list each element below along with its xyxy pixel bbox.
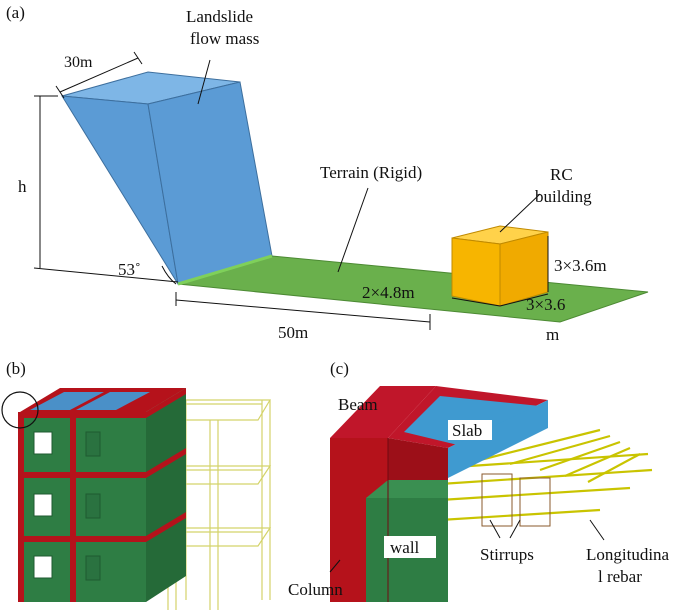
- angle-label: 53˚: [118, 260, 141, 279]
- panel-b-tag: (b): [6, 359, 26, 378]
- panel-b: (b): [1, 359, 272, 610]
- beam-label: Beam: [338, 395, 378, 414]
- width-30m-label: 30m: [64, 54, 93, 71]
- panel-a-tag: (a): [6, 3, 25, 22]
- landslide-flow-mass: [61, 71, 273, 286]
- slab-label: Slab: [452, 421, 482, 440]
- dim-width-label-line1: 3×3.6: [526, 295, 565, 314]
- stirrups-label: Stirrups: [480, 545, 534, 564]
- dim-height-label: 3×3.6m: [554, 256, 607, 275]
- landslide-label-line2: flow mass: [190, 29, 259, 48]
- wall-label-bg: [384, 536, 436, 558]
- height-h-label: h: [18, 177, 27, 196]
- building-label-line1: RC: [550, 165, 573, 184]
- dim-width-label-line2: m: [546, 325, 559, 344]
- dim-depth-label: 2×4.8m: [362, 283, 415, 302]
- stirrups: [481, 473, 551, 527]
- rebar-label-line1: Longitudina: [586, 545, 670, 564]
- terrain-label: Terrain (Rigid): [320, 163, 422, 182]
- wall-label: wall: [390, 538, 420, 557]
- building-label-line2: building: [535, 187, 592, 206]
- detail-circle: [1, 391, 39, 429]
- rc-building-block: [451, 225, 549, 307]
- landslide-label-line1: Landslide: [186, 7, 253, 26]
- longitudinal-rebars: [439, 428, 653, 522]
- rc-frame-model: [18, 388, 186, 602]
- distance-label: 50m: [278, 323, 308, 342]
- panel-c: (c): [288, 359, 670, 602]
- dimension-lines: [33, 51, 549, 330]
- rebar-label-line2: l rebar: [598, 567, 642, 586]
- slab-label-bg: [448, 420, 492, 440]
- joint-model: [330, 386, 548, 602]
- column-label: Column: [288, 580, 343, 599]
- panel-a: (a): [6, 3, 649, 344]
- leader-lines: [329, 519, 605, 573]
- panel-c-tag: (c): [330, 359, 349, 378]
